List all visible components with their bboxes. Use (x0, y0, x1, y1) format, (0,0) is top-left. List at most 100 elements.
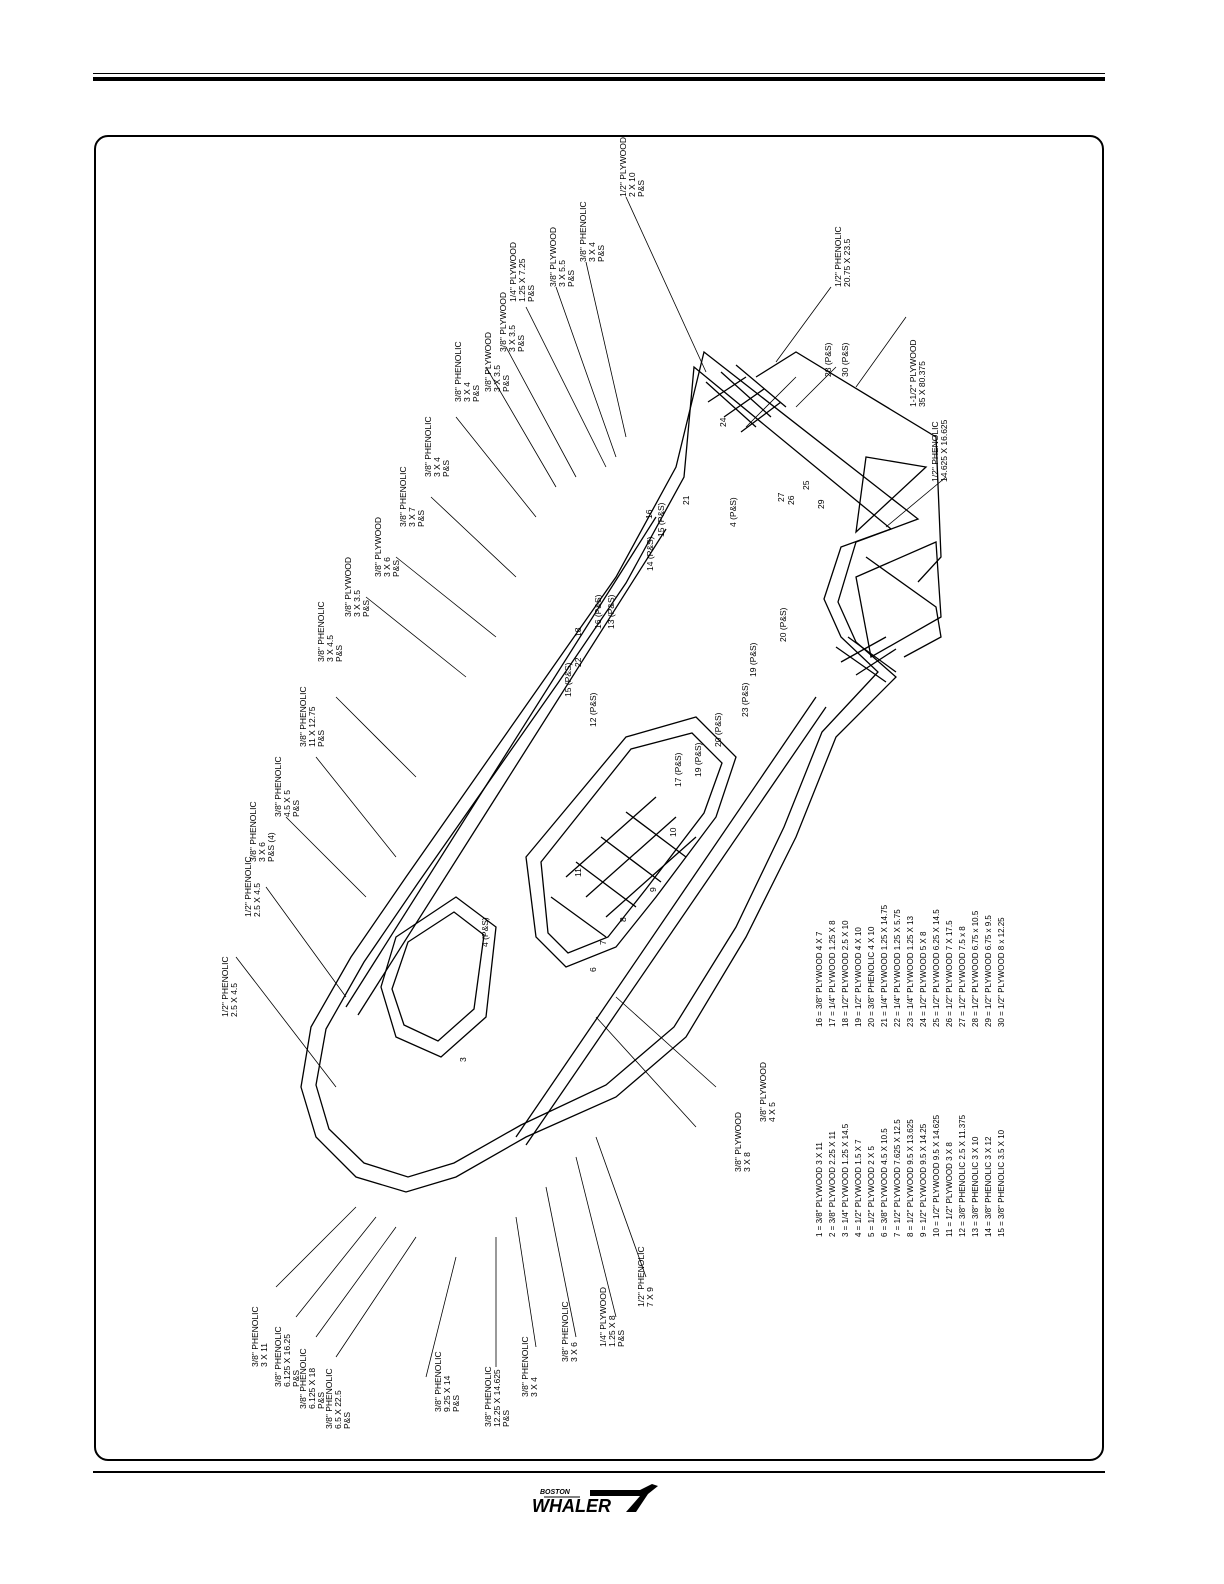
legend-item: 6 = 3/8" PLYWOOD 4.5 X 10.5 (880, 1128, 889, 1237)
part-label: 3 (458, 1057, 468, 1062)
callout-line: 3 X 3.5 (492, 365, 502, 392)
part-label: 19 (P&S) (693, 742, 703, 777)
callout-line: 3/8" PHENOLIC (423, 416, 433, 477)
part-label: 13 (P&S) (606, 594, 616, 629)
callout-line: P&S (616, 1330, 626, 1347)
callout-line: 3/8" PHENOLIC (520, 1336, 530, 1397)
callout-line: 3 X 6 (257, 842, 267, 862)
callout: 3/8" PHENOLIC 12.25 X 14.625 P&S (483, 1366, 511, 1427)
callout-line: 3/8" PLYWOOD (483, 332, 493, 392)
legend-item: 12 = 3/8" PHENOLIC 2.5 X 11.375 (958, 1114, 967, 1237)
callout-line: 3/8" PHENOLIC (273, 1326, 283, 1387)
part-label: 12 (P&S) (588, 692, 598, 727)
legend-item: 18 = 1/2" PLYWOOD 2.5 X 10 (841, 920, 850, 1027)
legend-item: 24 = 1/2" PLYWOOD 5 X 8 (919, 931, 928, 1027)
callout-line: 3 X 5.5 (557, 260, 567, 287)
callout: 1/2" PHENOLIC 7 X 9 (636, 1246, 655, 1307)
legend-item: 2 = 3/8" PLYWOOD 2.25 X 11 (828, 1131, 837, 1237)
part-label: 25 (801, 480, 811, 490)
callout-line: P&S (416, 510, 426, 527)
callout-line: P&S (596, 245, 606, 262)
legend-item: 14 = 3/8" PHENOLIC 3 X 12 (984, 1136, 993, 1237)
callout-line: 3 X 3.5 (507, 325, 517, 352)
callout: 3/8" PHENOLIC 11 X 12.75 P&S (298, 686, 326, 747)
part-label: 6 (588, 967, 598, 972)
logo-line1: BOSTON (540, 1489, 571, 1496)
callout-line: P&S (501, 375, 511, 392)
legend-item: 26 = 1/2" PLYWOOD 7 X 17.5 (945, 920, 954, 1027)
callout-line: 3/8" PLYWOOD (733, 1112, 743, 1172)
part-label: 15 (P&S) (563, 662, 573, 697)
callout-line: 9.25 X 14 (442, 1375, 452, 1412)
legend-item: 23 = 1/4" PLYWOOD 1.25 X 13 (906, 915, 915, 1027)
part-label: 9 (648, 887, 658, 892)
callout-line: 3/8" PHENOLIC (316, 601, 326, 662)
legend-col2: 16 = 3/8" PLYWOOD 4 X 7 17 = 1/4" PLYWOO… (815, 904, 1006, 1027)
callout: 3/8" PLYWOOD 3 X 3.5 P&S (483, 332, 511, 392)
part-label: 28 (P&S) (823, 342, 833, 377)
callout-line: 3 X 4 (587, 242, 597, 262)
part-label: 22 (573, 657, 583, 667)
callout: 3/8" PHENOLIC 6.5 X 22.5 P&S (324, 1368, 352, 1429)
part-label: 17 (P&S) (673, 752, 683, 787)
hull-outline (300, 350, 942, 1193)
callout-line: 3/8" PHENOLIC (398, 466, 408, 527)
callout: 3/8" PLYWOOD 3 X 8 (733, 1112, 752, 1172)
callout-line: 1/2" PHENOLIC (220, 956, 230, 1017)
callout-line: P&S (566, 270, 576, 287)
legend-item: 20 = 3/8" PHENOLIC 4 X 10 (867, 926, 876, 1027)
callout-line: 3/8" PHENOLIC (453, 341, 463, 402)
callout-line: 3/8" PLYWOOD (498, 292, 508, 352)
callout-line: 1-1/2" PLYWOOD (908, 339, 918, 407)
legend-item: 7 = 1/2" PLYWOOD 7.625 X 12.5 (893, 1119, 902, 1237)
header-rule-thick (93, 77, 1105, 81)
callout-line: P&S (316, 1392, 326, 1409)
callout-line: 3/8" PHENOLIC (324, 1368, 334, 1429)
callout-line: 4.5 X 5 (282, 790, 292, 817)
callout-line: 2.5 X 4.5 (252, 883, 262, 917)
logo-line2: WHALER (532, 1496, 611, 1516)
legend-item: 5 = 1/2" PLYWOOD 2 X 5 (867, 1145, 876, 1237)
legend-item: 19 = 1/2" PLYWOOD 4 X 10 (854, 927, 863, 1027)
boston-whaler-logo: BOSTON WHALER (532, 1484, 658, 1516)
callout-line: 3/8" PHENOLIC (298, 686, 308, 747)
legend-item: 11 = 1/2" PLYWOOD 3 X 8 (945, 1142, 954, 1237)
legend-item: 3 = 1/4" PLYWOOD 1.25 X 14.5 (841, 1123, 850, 1237)
legend-item: 28 = 1/2" PLYWOOD 6.75 x 10.5 (971, 910, 980, 1027)
boat-reinforcement-diagram: 28 (P&S) 30 (P&S) 21 4 (P&S) 16 14 (P&S)… (220, 137, 1006, 1429)
callout-line: 1/2" PLYWOOD (618, 137, 628, 197)
part-label: 19 (P&S) (748, 642, 758, 677)
header-rule-thin (93, 73, 1105, 74)
callout: 3/8" PHENOLIC 9.25 X 14 P&S (433, 1351, 461, 1412)
part-label: 11 (573, 868, 583, 877)
part-label: 10 (668, 827, 678, 837)
callout: 3/8" PHENOLIC 3 X 7 P&S (398, 466, 426, 527)
callout: 1/2" PHENOLIC 2.5 X 4.5 (243, 856, 262, 917)
part-label: 16 (644, 509, 654, 519)
legend-item: 22 = 1/4" PLYWOOD 1.25 X 5.75 (893, 909, 902, 1027)
legend-item: 15 = 3/8" PHENOLIC 3.5 X 10 (997, 1129, 1006, 1237)
part-label: 16 (P&S) (593, 594, 603, 629)
callout-line: 3/8" PHENOLIC (298, 1348, 308, 1409)
callout: 3/8" PHENOLIC 6.125 X 16.25 P&S (273, 1326, 301, 1387)
callout: 3/8" PHENOLIC 3 X 4.5 P&S (316, 601, 344, 662)
callout-line: 3 X 11 (259, 1343, 269, 1367)
callout-line: 2 X 10 (627, 172, 637, 197)
callout-line: 3 X 4 (432, 457, 442, 477)
callout: 3/8" PLYWOOD 3 X 6 P&S (373, 517, 401, 577)
callout-line: 6.125 X 18 (307, 1368, 317, 1409)
callout: 1/2" PLYWOOD 2 X 10 P&S (618, 137, 646, 197)
callout-line: P&S (291, 800, 301, 817)
part-label: 20 (P&S) (778, 607, 788, 642)
callout-line: 1/4" PLYWOOD (598, 1287, 608, 1347)
callout-line: 3 X 4 (462, 382, 472, 402)
legend-item: 29 = 1/2" PLYWOOD 6.75 x 9.5 (984, 915, 993, 1027)
callout-line: P&S (501, 1410, 511, 1427)
callout: 1/2" PHENOLIC 14.625 X 16.625 (930, 419, 949, 482)
legend-item: 10 = 1/2" PLYWOOD 9.5 X 14.625 (932, 1114, 941, 1237)
callout-line: 6.5 X 22.5 (333, 1390, 343, 1429)
part-label: 4 (P&S) (480, 917, 490, 947)
part-label: 23 (P&S) (740, 682, 750, 717)
callout-line: 6.125 X 16.25 (282, 1334, 292, 1387)
callout-line: 3 X 6 (569, 1342, 579, 1362)
